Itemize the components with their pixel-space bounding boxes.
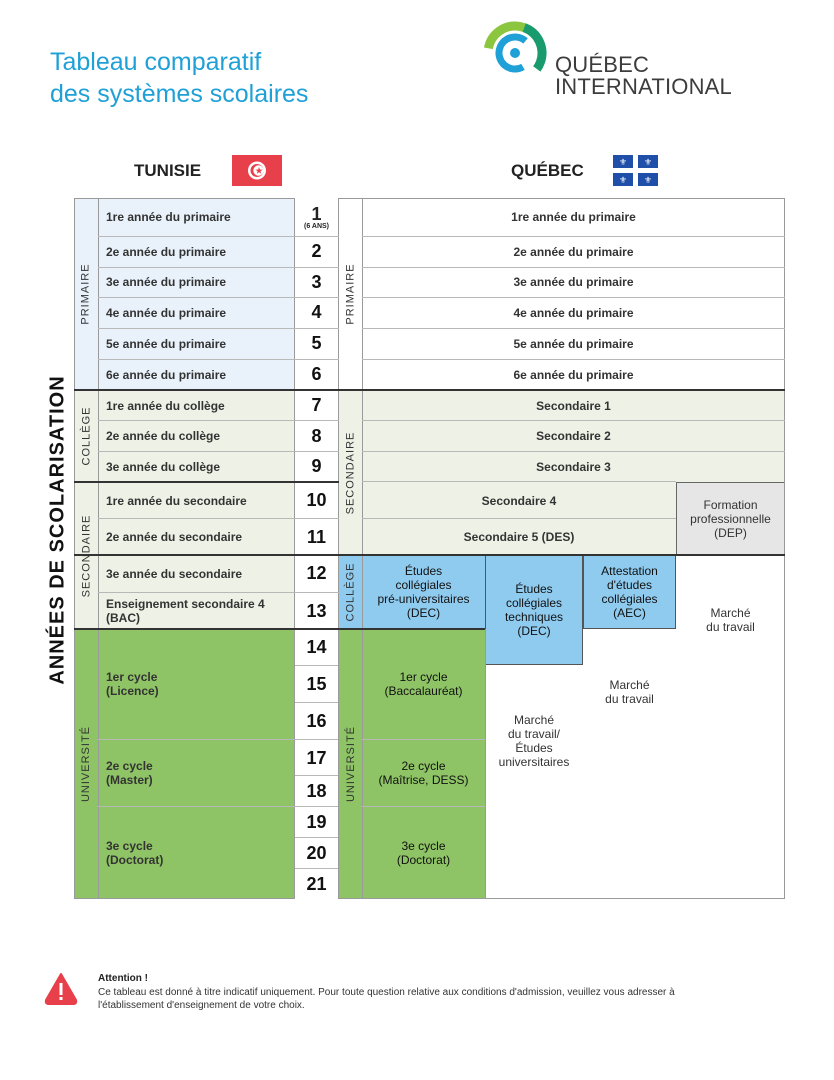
tunisia-section-secondaire: SECONDAIRE <box>80 514 92 597</box>
tunisia-row-bac: Enseignement secondaire 4(BAC) <box>106 597 265 625</box>
quebec-section-college: COLLÈGE <box>344 562 357 622</box>
tunisia-row: 2e année du secondaire <box>106 530 243 544</box>
tunisia-header: TUNISIE <box>134 161 202 180</box>
svg-text:⚜: ⚜ <box>644 158 652 168</box>
year-number: 7 <box>311 395 322 415</box>
tunisia-row: 3e année du secondaire <box>106 566 243 581</box>
year-number: 17 <box>306 747 327 768</box>
year-number: 8 <box>311 425 322 446</box>
year-number: 14 <box>306 637 327 657</box>
tunisia-flag-icon <box>232 155 282 186</box>
tunisia-section-college: COLLÈGE <box>80 406 92 466</box>
year-number: 10 <box>306 490 327 510</box>
quebec-flag-icon: ⚜ ⚜ ⚜ ⚜ <box>613 155 658 186</box>
tunisia-row: 1re année du secondaire <box>106 493 247 508</box>
page-title-line1: Tableau comparatif <box>50 48 262 76</box>
tunisia-master: 2e cycle(Master) <box>106 759 153 787</box>
quebec-college-pre-block <box>339 555 485 629</box>
quebec-universite-block <box>339 629 485 899</box>
quebec-row: 5e année du primaire <box>513 336 634 351</box>
year-number: 5 <box>311 333 322 353</box>
logo-line1: QUÉBEC <box>555 52 650 77</box>
years-column <box>295 198 338 899</box>
tunisia-row: 6e année du primaire <box>106 367 227 382</box>
quebec-section-universite: UNIVERSITÉ <box>344 725 357 803</box>
year-number: 15 <box>306 674 327 694</box>
year-number: 12 <box>306 563 327 583</box>
tunisia-row: 5e année du primaire <box>106 336 227 351</box>
quebec-row: Secondaire 5 (DES) <box>463 530 575 544</box>
quebec-row: 4e année du primaire <box>513 305 634 320</box>
year-number: 19 <box>306 812 327 832</box>
quebec-row: Secondaire 2 <box>536 429 611 443</box>
tunisia-row: 3e année du primaire <box>106 275 227 289</box>
tunisia-section-universite: UNIVERSITÉ <box>80 725 93 803</box>
dep-block <box>676 482 785 555</box>
tunisia-row: 2e année du collège <box>106 429 221 443</box>
tunisia-row: 1re année du primaire <box>106 210 231 224</box>
quebec-row: 1re année du primaire <box>511 210 636 224</box>
quebec-row: Secondaire 3 <box>536 459 611 474</box>
year-number: 9 <box>311 456 322 476</box>
quebec-row: Secondaire 4 <box>481 493 557 508</box>
logo-wordmark: QUÉBEC INTERNATIONAL <box>555 54 732 98</box>
year-number: 4 <box>311 302 322 322</box>
year-number: 18 <box>306 781 327 801</box>
quebec-row: Secondaire 1 <box>536 398 611 413</box>
year-number: 3 <box>311 271 322 292</box>
warning-title: Attention ! <box>98 973 148 984</box>
tunisia-row: 3e année du collège <box>106 459 221 474</box>
quebec-section-primaire: PRIMAIRE <box>344 263 357 325</box>
tunisia-licence: 1er cycle(Licence) <box>106 670 159 698</box>
quebec-row: 3e année du primaire <box>513 275 634 289</box>
tunisia-row: 2e année du primaire <box>106 244 227 259</box>
svg-text:⚜: ⚜ <box>619 158 627 168</box>
year-number: 2 <box>311 241 322 261</box>
maitrise-label: 2e cycle(Maîtrise, DESS) <box>378 759 469 787</box>
table-outline <box>74 198 785 899</box>
svg-text:⚜: ⚜ <box>644 176 652 186</box>
quebec-row: 2e année du primaire <box>513 244 634 259</box>
year-number: 21 <box>306 873 327 894</box>
tunisia-primaire-block <box>74 198 294 390</box>
baccalaureat-label: 1er cycle(Baccalauréat) <box>384 670 463 698</box>
page-title: Tableau comparatif des systèmes scolaire… <box>50 46 308 110</box>
page-title-line2: des systèmes scolaires <box>50 80 309 108</box>
logo-line2: INTERNATIONAL <box>555 74 732 99</box>
quebec-primaire-block <box>339 198 785 390</box>
tunisia-college-block <box>74 390 294 482</box>
year-number: 16 <box>306 711 327 731</box>
year-number: 11 <box>306 526 327 547</box>
tunisia-universite-block <box>74 629 294 899</box>
tunisia-row: 1re année du collège <box>106 398 225 413</box>
quebec-section-secondaire: SECONDAIRE <box>344 431 357 514</box>
year-number: 6 <box>311 364 322 384</box>
tunisia-row: 4e année du primaire <box>106 305 227 320</box>
quebec-international-logo <box>480 18 550 88</box>
quebec-row: 6e année du primaire <box>513 367 634 382</box>
svg-text:⚜: ⚜ <box>619 176 627 186</box>
year-number: 1 (6 ANS) <box>303 203 330 230</box>
quebec-header: QUÉBEC <box>511 161 584 180</box>
warning-icon <box>44 972 78 1008</box>
year-number: 13 <box>306 600 327 621</box>
year-number: 20 <box>306 843 327 863</box>
tunisia-section-primaire: PRIMAIRE <box>80 263 92 325</box>
warning-text: Ce tableau est donné à titre indicatif u… <box>98 987 675 1011</box>
quebec-doctorat-label: 3e cycle(Doctorat) <box>396 839 451 867</box>
tunisia-doctorat: 3e cycle(Doctorat) <box>106 839 164 867</box>
